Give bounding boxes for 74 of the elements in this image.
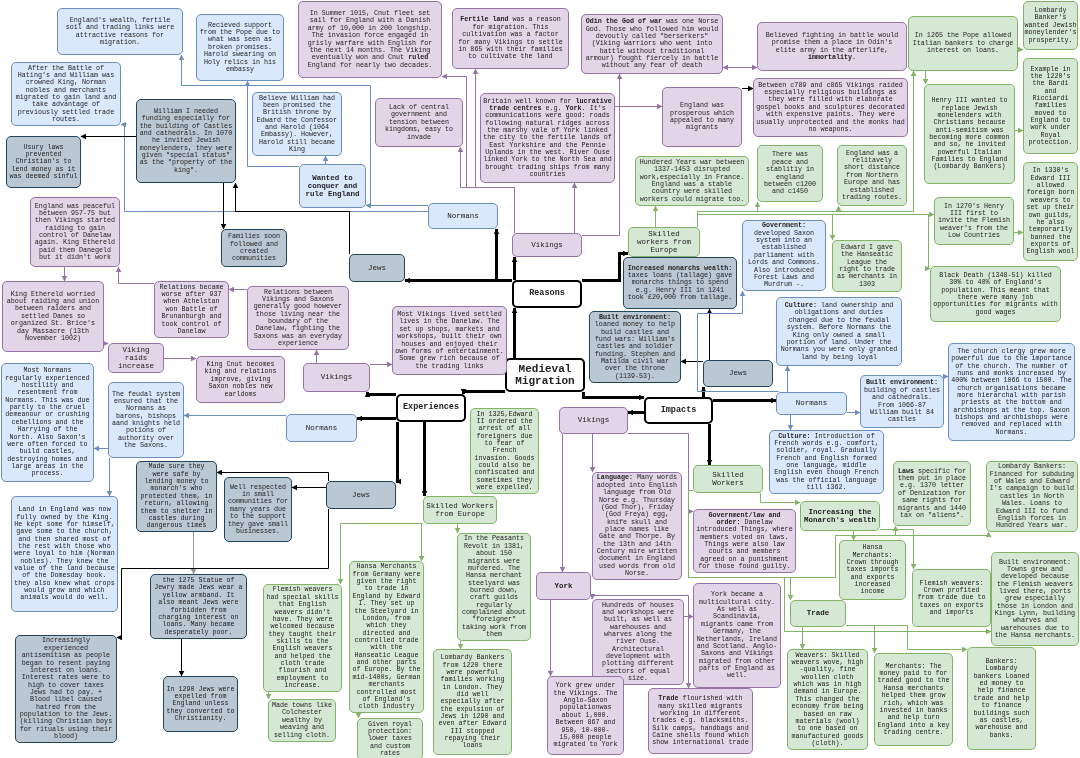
arrow [457, 146, 515, 234]
arrow [337, 523, 424, 585]
topic-box: Impacts [644, 397, 713, 424]
arrow [846, 409, 861, 416]
arrow [418, 523, 425, 562]
arrow [355, 712, 362, 719]
topic-box: Experiences [396, 394, 466, 422]
arrow [228, 286, 248, 293]
arrow [163, 355, 197, 362]
arrow [713, 397, 777, 404]
arrow [706, 308, 713, 361]
arrow [1013, 229, 1024, 236]
arrow [313, 349, 320, 364]
arrow [265, 691, 272, 700]
arrow [582, 392, 645, 401]
arrow [404, 277, 512, 284]
topic-box: Reasons [512, 280, 582, 308]
arrow [547, 599, 554, 677]
arrow [183, 412, 287, 419]
arrow [688, 490, 794, 601]
arrow [706, 424, 713, 466]
arrow [799, 626, 806, 650]
arrow [178, 638, 185, 677]
arrow [680, 358, 704, 365]
arrow [244, 80, 300, 167]
arrow [697, 290, 779, 393]
arrow [216, 469, 329, 482]
arrow [102, 340, 109, 347]
arrow [627, 433, 694, 515]
arrow [369, 361, 393, 368]
arrow [291, 484, 327, 491]
arrow [922, 70, 929, 85]
arrow [582, 250, 629, 282]
arrow [741, 85, 754, 92]
arrow [589, 433, 596, 473]
arrow [683, 613, 694, 620]
arrow [845, 625, 968, 653]
arrow [457, 640, 464, 650]
arrow [787, 414, 794, 431]
arrow [190, 531, 197, 575]
arrow [322, 155, 329, 165]
arrow [61, 266, 68, 282]
arrow [571, 182, 578, 234]
arrow [879, 529, 917, 570]
arrow [454, 523, 461, 534]
arrow [700, 386, 707, 397]
topic-box: Medieval Migration [505, 358, 585, 392]
arrow [722, 64, 758, 71]
arrow [652, 205, 659, 228]
arrow [232, 182, 350, 255]
arrow [1014, 127, 1024, 134]
arrow [364, 391, 396, 398]
arrow [627, 409, 644, 416]
arrow [116, 508, 329, 641]
arrow [220, 182, 227, 230]
arrow [784, 365, 791, 393]
arrow [80, 133, 137, 140]
arrow [106, 457, 113, 497]
arrow [115, 266, 155, 284]
arrow [760, 492, 801, 506]
arrow [942, 373, 949, 380]
arrow [511, 307, 518, 358]
arrow [581, 73, 623, 236]
arrow [394, 422, 402, 485]
arrow [421, 422, 428, 497]
arrow [460, 388, 505, 395]
arrow [93, 445, 109, 452]
arrow [356, 415, 396, 422]
arrow [559, 433, 566, 573]
arrow [1017, 46, 1024, 53]
arrow [511, 256, 518, 280]
arrow [614, 103, 663, 110]
arrow [589, 593, 596, 600]
arrow [850, 530, 857, 541]
